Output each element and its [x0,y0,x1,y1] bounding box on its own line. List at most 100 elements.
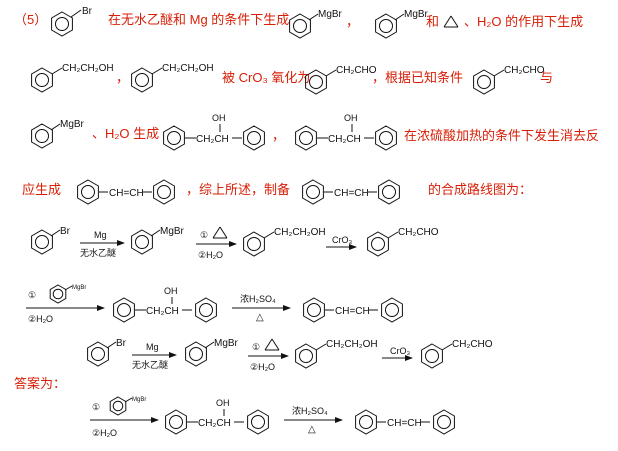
svg-text:MgBr: MgBr [160,226,185,237]
svg-text:、H₂O 生成: 、H₂O 生成 [92,126,159,141]
phenyl-mgbr-structure: MgBr [289,9,343,39]
oxidation-text: 被 CrO₃ 氧化为 [222,70,310,85]
svg-text:无水乙醚: 无水乙醚 [80,247,116,258]
diphenylethanol-structure: CH₂CH OH [163,113,265,151]
svg-text:MgBr: MgBr [60,119,85,130]
text-line-3: MgBr 、H₂O 生成 CH₂CH OH ， CH₂CH OH 在浓硫酸加热的… [31,113,599,151]
phenylacetaldehyde-structure-2: CH₂CHO [473,65,545,95]
route1-arrow-grignard-addition: ① MgBr ②H₂O [26,284,105,324]
route1-arrow-grignard: Mg 无水乙醚 [80,230,125,258]
svg-text:MgBr: MgBr [132,397,146,403]
svg-text:①: ① [252,342,260,352]
svg-text:CH₂CH: CH₂CH [146,306,179,317]
svg-text:OH: OH [212,113,226,123]
svg-text:CH₂CHO: CH₂CHO [398,227,439,238]
svg-text:CH₂CHO: CH₂CHO [336,65,377,76]
route1-arrow-epoxide: ① ②H₂O [196,226,237,260]
route1-phenyl-mgbr: MgBr [131,226,185,255]
svg-text:Br: Br [60,226,71,237]
condition-text: 在无水乙醚和 Mg 的条件下生成 [108,12,289,27]
svg-text:，根据已知条件: ，根据已知条件 [372,70,463,85]
svg-text:OH: OH [344,113,358,123]
svg-text:MgBr: MgBr [72,285,86,291]
svg-text:CH₂CH: CH₂CH [328,134,361,145]
svg-text:，: ， [116,70,129,85]
text-line-2: CH₂CH₂OH ， CH₂CH₂OH 被 CrO₃ 氧化为 CH₂CHO ，根… [31,63,553,95]
bromobenzene-structure: Br [51,6,93,37]
svg-text:△: △ [308,424,316,435]
svg-text:CH=CH: CH=CH [334,188,369,199]
epoxide-structure [443,15,459,28]
route1-bromobenzene: Br [31,226,71,255]
svg-text:Br: Br [116,338,127,349]
svg-text:Br: Br [82,6,93,17]
svg-text:CH₂CH₂OH: CH₂CH₂OH [326,339,378,350]
svg-text:MgBr: MgBr [214,338,239,349]
svg-text:MgBr: MgBr [318,9,343,20]
question-number: （5） [14,12,47,27]
svg-text:CrO₃: CrO₃ [332,235,352,245]
svg-text:②H₂O: ②H₂O [28,314,53,324]
svg-text:②H₂O: ②H₂O [198,250,223,260]
svg-text:CH₂CH: CH₂CH [196,134,229,145]
svg-text:浓H₂SO₄: 浓H₂SO₄ [292,406,328,416]
svg-text:CH=CH: CH=CH [387,418,422,429]
route2-bromobenzene: Br [87,338,127,367]
svg-text:CH=CH: CH=CH [109,188,144,199]
svg-text:①: ① [28,290,36,300]
svg-text:和: 和 [426,14,439,29]
svg-text:无水乙醚: 无水乙醚 [132,359,168,370]
svg-text:①: ① [200,230,208,240]
svg-text:浓H₂SO₄: 浓H₂SO₄ [240,294,276,304]
svg-text:CH₂CH₂OH: CH₂CH₂OH [274,227,326,238]
svg-text:的合成路线图为：: 的合成路线图为： [428,182,532,197]
svg-text:CH=CH: CH=CH [335,306,370,317]
answer-label: 答案为： [14,376,66,391]
svg-text:②H₂O: ②H₂O [92,428,117,438]
route2-phenyl-mgbr: MgBr [185,338,239,367]
route2-arrow-grignard-addition: ① MgBr ②H₂O [90,396,159,438]
svg-text:②H₂O: ②H₂O [250,362,275,372]
svg-text:应生成: 应生成 [22,182,61,197]
svg-text:，: ， [346,14,359,29]
route2-phenylacetaldehyde: CH₂CHO [421,339,493,369]
answer-route-continued: ① MgBr ②H₂O CH₂CH OH 浓H₂SO₄ △ CH=CH [90,396,455,438]
route2-stilbene: CH=CH [355,409,455,435]
phenylethanol-structure: CH₂CH₂OH [31,63,114,93]
phenylacetaldehyde-structure: CH₂CHO [305,65,377,95]
synthesis-route-1-continued: ① MgBr ②H₂O CH₂CH OH 浓H₂SO₄ △ CH=CH [26,284,403,324]
route2-arrow-epoxide: ① ②H₂O [248,338,289,372]
svg-text:、H₂O 的作用下生成: 、H₂O 的作用下生成 [464,14,583,29]
svg-text:△: △ [256,312,264,323]
svg-text:与: 与 [540,70,553,85]
text-line-1: （5） Br 在无水乙醚和 Mg 的条件下生成 MgBr ， MgBr 和 、H… [14,6,583,39]
svg-text:，综上所述，制备: ，综上所述，制备 [186,182,290,197]
svg-text:CH₂CHO: CH₂CHO [452,339,493,350]
route1-arrow-elimination: 浓H₂SO₄ △ [232,294,291,323]
route1-arrow-oxidation: CrO₃ [326,235,357,250]
svg-text:OH: OH [164,286,178,296]
stilbene-structure: CH=CH [77,179,175,205]
svg-text:CH₂CH: CH₂CH [198,418,231,429]
route1-phenylethanol: CH₂CH₂OH [243,227,326,257]
synthesis-route-1: Br Mg 无水乙醚 MgBr ① ②H₂O CH₂CH₂OH CrO₃ [31,226,439,260]
phenyl-mgbr-structure-2: MgBr [375,9,429,39]
svg-text:①: ① [92,402,100,412]
svg-text:CH₂CH₂OH: CH₂CH₂OH [162,63,214,74]
route1-diphenylethanol: CH₂CH OH [113,286,217,323]
svg-text:Mg: Mg [146,342,159,352]
elimination-text: 在浓硫酸加热的条件下发生消去反 [404,128,599,143]
answer-route: Br Mg 无水乙醚 MgBr ① ②H₂O CH₂CH₂OH CrO₃ [87,338,493,372]
stilbene-structure-target: CH=CH [302,179,400,205]
route2-phenylethanol: CH₂CH₂OH [295,339,378,369]
route2-arrow-oxidation: CrO₃ [382,346,413,361]
route2-diphenylethanol: CH₂CH OH [165,398,269,435]
text-line-4: 应生成 CH=CH ，综上所述，制备 CH=CH 的合成路线图为： [22,179,532,205]
svg-text:MgBr: MgBr [404,9,429,20]
svg-text:，: ， [272,128,285,143]
route2-arrow-grignard: Mg 无水乙醚 [132,342,177,370]
svg-text:CH₂CHO: CH₂CHO [504,65,545,76]
diphenylethanol-structure-2: CH₂CH OH [295,113,397,151]
svg-text:Mg: Mg [94,230,107,240]
